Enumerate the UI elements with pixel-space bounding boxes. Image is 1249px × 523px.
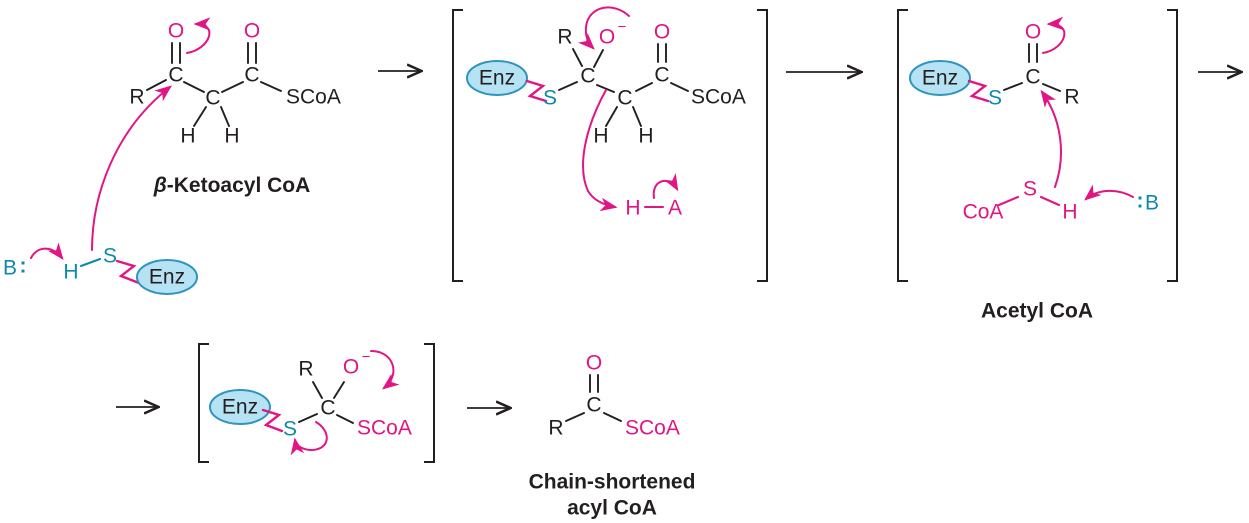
caption-acetyl-coa: Acetyl CoA [981,300,1093,323]
atom-base-B: B [3,257,17,280]
bracket-right-3 [424,343,435,463]
atom-O-alkoxide: O [343,356,359,379]
enz-label: Enz [922,67,958,90]
enz-label: Enz [149,266,185,289]
bond-H-S [79,257,102,268]
atom-C-carbonyl-2: C [244,64,259,87]
atom-C-carbonyl: C [586,394,601,417]
atom-SCoA: SCoA [357,417,412,440]
enzyme-link-squiggle [525,79,548,103]
enz-ellipse [466,60,528,96]
atom-HA-H: H [625,197,640,220]
enzyme-link-squiggle [967,79,990,103]
atom-O-carbonyl: O [654,21,670,44]
intermediate3-bonds [298,381,354,424]
curved-arrow-CC-cleavage-to-HA [582,89,618,212]
atom-C-carbonyl: C [654,64,669,87]
curved-arrow-CS-cleavage [290,421,328,456]
atom-R: R [298,358,313,381]
atom-R: R [548,417,563,440]
lone-pair-dots: : [1137,190,1144,213]
lone-pair-dots: : [20,255,27,278]
enzyme-thiol-group: B : H S Enz [3,242,198,295]
atom-H1: H [593,125,608,148]
product-bonds [565,374,622,422]
curved-arrow-HA-to-A [652,173,679,199]
caption-beta-ketoacyl-coa: β-Ketoacyl CoA [153,174,311,197]
atom-O-carbonyl: O [586,352,602,375]
product-chain-shortened-acyl-coa: O C R SCoA Chain-shortened acyl CoA [529,352,696,520]
curved-arrow-carbonyl-to-O [186,17,211,54]
bond-S-H [1039,195,1061,207]
atom-S-thiol: S [1023,178,1037,201]
caption-chain-shortened-line1: Chain-shortened [529,471,696,494]
atom-C-carbonyl-1: C [168,64,183,87]
atom-H2: H [638,125,653,148]
atom-C-tetrahedral: C [320,397,335,420]
atom-SCoA: SCoA [625,417,680,440]
intermediate-3: Enz S C R O − SCoA [198,343,435,463]
atom-SCoA: SCoA [691,86,746,109]
enzyme-link-squiggle [115,259,141,285]
alkoxide-charge: − [362,349,371,366]
atom-CoA: CoA [963,201,1004,224]
curved-arrow-thiol-attack [1040,89,1063,188]
atom-base-B: B [1145,192,1159,215]
enz-label: Enz [479,67,515,90]
curved-arrow-alkoxide-collapse [370,350,400,390]
atom-HA-A: A [668,197,682,220]
curved-arrow-base-to-H [1084,184,1134,201]
atom-O-carbonyl: O [1025,21,1041,44]
atom-C-carbonyl: C [1025,66,1040,89]
atom-S-enzyme: S [988,87,1002,110]
atom-S-enzyme: S [283,418,297,441]
intermediate-1: Enz S C R O − C H H C O SCoA H A [452,6,768,282]
atom-O-carbonyl-1: O [168,20,184,43]
intermediate-2: Enz S C O R CoA S H : B Acetyl CoA [897,9,1178,323]
structure-beta-ketoacyl-coa: R C O C O C H H SCoA β-Ketoacyl CoA [91,17,341,251]
atom-H2: H [224,125,239,148]
atom-O-carbonyl-2: O [244,20,260,43]
bond-CoA-S [997,195,1020,207]
atom-thiol-H: H [1062,201,1077,224]
enz-ellipse [209,389,271,425]
enz-label: Enz [222,396,258,419]
atom-R: R [129,86,144,109]
bracket-left-3 [198,343,209,463]
atom-C-alpha: C [617,87,632,110]
caption-chain-shortened-line2: acyl CoA [567,497,657,520]
curved-arrow-carbonyl-to-O [1042,16,1066,54]
bracket-right-1 [757,9,768,282]
atom-thiol-H: H [63,261,78,284]
curved-arrow-alkoxide-collapse [577,6,630,50]
atom-O-alkoxide: O [599,26,615,49]
atom-H1: H [180,125,195,148]
atom-SCoA: SCoA [286,86,341,109]
atom-C-tetrahedral: C [580,65,595,88]
intermediate1-bonds [558,43,689,127]
atom-thiol-S: S [103,245,117,268]
beta-ketoacyl-bonds [146,42,282,127]
caption-beta-symbol: β [153,174,167,197]
atom-R: R [557,26,572,49]
atom-R: R [1064,86,1079,109]
atom-C-alpha: C [205,87,220,110]
enzyme-link-squiggle [261,408,284,433]
curved-arrow-base-to-H [30,242,64,261]
caption-ketoacyl-text: -Ketoacyl CoA [167,174,311,197]
bracket-right-2 [1167,9,1178,282]
bracket-left-2 [897,9,908,282]
intermediate2-bonds [1003,43,1061,92]
enz-ellipse [136,259,198,295]
bracket-left-1 [452,9,463,282]
enz-ellipse [909,60,971,96]
curved-arrow-thiolate-attack [91,85,173,251]
atom-S-enzyme: S [543,87,557,110]
alkoxide-charge: − [618,19,627,36]
